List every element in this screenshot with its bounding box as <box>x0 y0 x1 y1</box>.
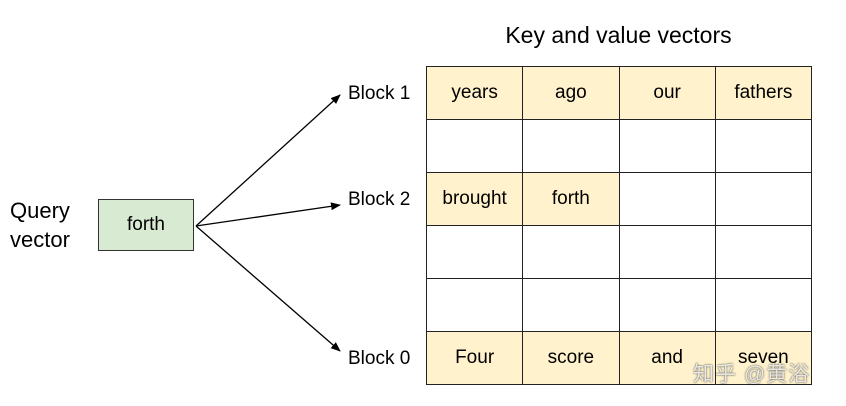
grid-cell-r4-c1 <box>523 279 620 332</box>
grid-cell-r5-c0: Four <box>427 332 524 385</box>
grid-cell-r5-c2: and <box>619 332 716 385</box>
query-vector-box: forth <box>98 199 194 251</box>
arrow-to-block-2 <box>195 202 341 227</box>
grid-cell-r4-c0 <box>427 279 524 332</box>
grid-cell-r2-c3 <box>715 173 812 226</box>
grid-cell-r4-c3 <box>715 279 812 332</box>
grid-cell-r5-c1: score <box>523 332 620 385</box>
grid-cell-r2-c2 <box>619 173 716 226</box>
grid-cell-r2-c0: brought <box>427 173 524 226</box>
grid-cell-r0-c2: our <box>619 67 716 120</box>
grid-cell-r3-c2 <box>619 226 716 279</box>
grid-cell-r1-c2 <box>619 120 716 173</box>
grid-cell-r4-c2 <box>619 279 716 332</box>
grid-cell-r3-c3 <box>715 226 812 279</box>
block-1-label: Block 1 <box>348 83 411 104</box>
query-label-line1: Query <box>10 198 70 223</box>
grid-cell-r5-c3: seven <box>715 332 812 385</box>
grid-cell-r3-c0 <box>427 226 524 279</box>
grid-cell-r1-c0 <box>427 120 524 173</box>
grid-cell-r0-c0: years <box>427 67 524 120</box>
watermark: 知乎 @黄浴 <box>693 363 811 386</box>
grid-cell-r0-c3: fathers <box>715 67 812 120</box>
block-0-label: Block 0 <box>348 348 411 369</box>
arrow-to-block-0 <box>195 225 341 352</box>
grid-cell-r3-c1 <box>523 226 620 279</box>
query-vector-label: Query vector <box>10 196 70 254</box>
grid-cell-r1-c1 <box>523 120 620 173</box>
grid-cell-r2-c1: forth <box>523 173 620 226</box>
query-token: forth <box>126 214 166 235</box>
query-label-line2: vector <box>10 227 70 252</box>
grid-cell-r0-c1: ago <box>523 67 620 120</box>
diagram-title: Key and value vectors <box>505 22 732 48</box>
block-2-label: Block 2 <box>348 189 411 210</box>
arrow-to-block-1 <box>195 94 341 227</box>
grid-cell-r1-c3 <box>715 120 812 173</box>
kv-grid: years ago our fathers brought forth Four… <box>426 66 812 385</box>
